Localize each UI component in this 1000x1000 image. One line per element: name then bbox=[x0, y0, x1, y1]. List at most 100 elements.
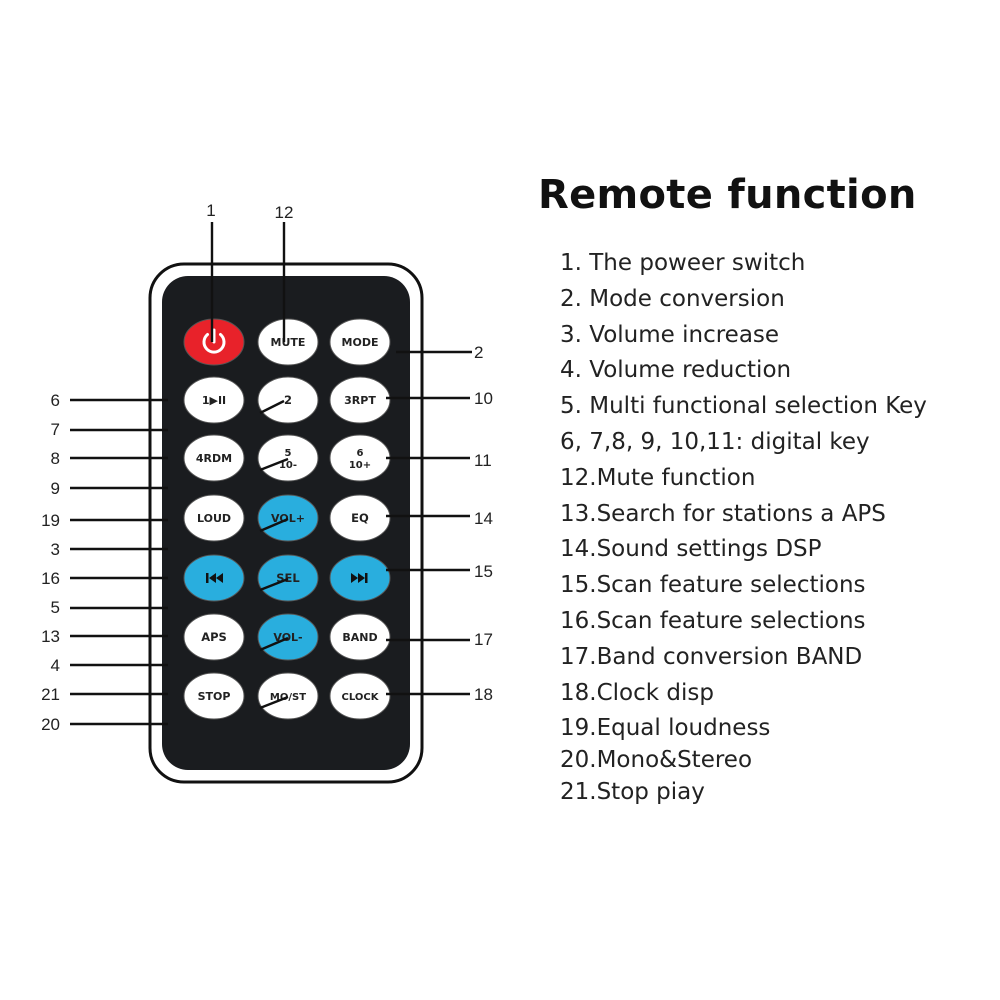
button-cap bbox=[183, 494, 245, 542]
next-icon bbox=[351, 573, 368, 583]
button-power[interactable] bbox=[183, 318, 245, 366]
button-5-10[interactable]: 510- bbox=[257, 434, 319, 482]
button-cap bbox=[183, 434, 245, 482]
button-mute[interactable]: MUTE bbox=[257, 318, 319, 366]
legend-item-15: 20.Mono&Stereo bbox=[560, 747, 753, 774]
button-eq[interactable]: EQ bbox=[329, 494, 391, 542]
button-previous[interactable] bbox=[183, 554, 245, 602]
callout-number-13: 13 bbox=[41, 627, 60, 646]
function-legend: 1. The poweer switch 2. Mode conversion … bbox=[560, 249, 927, 810]
callout-number-1: 1 bbox=[206, 201, 215, 220]
callout-number-16: 16 bbox=[41, 569, 60, 588]
button-label: 4RDM bbox=[196, 452, 232, 465]
button-label: 1▶II bbox=[202, 394, 226, 407]
button-1-ii[interactable]: 1▶II bbox=[183, 376, 245, 424]
button-label: LOUD bbox=[197, 512, 231, 525]
button-cap bbox=[257, 376, 319, 424]
button-mode[interactable]: MODE bbox=[329, 318, 391, 366]
button-label: 3RPT bbox=[344, 394, 376, 407]
callout-number-20: 20 bbox=[41, 715, 60, 734]
leader-line bbox=[259, 695, 289, 710]
button-band[interactable]: BAND bbox=[329, 613, 391, 661]
callout-number-15: 15 bbox=[474, 562, 493, 581]
button-cap bbox=[257, 318, 319, 366]
callout-number-11: 11 bbox=[474, 451, 492, 470]
button-cap bbox=[183, 376, 245, 424]
button-cap bbox=[329, 494, 391, 542]
leader-line bbox=[259, 577, 289, 592]
legend-item-16: 21.Stop piay bbox=[560, 779, 705, 806]
legend-item-4: 4. Volume reduction bbox=[560, 357, 792, 384]
callout-number-9: 9 bbox=[51, 479, 60, 498]
leader-line bbox=[259, 457, 289, 472]
legend-item-13: 18.Clock disp bbox=[560, 679, 714, 706]
leader-line bbox=[259, 517, 289, 533]
legend-item-1: 1. The poweer switch bbox=[560, 250, 806, 276]
legend-item-7: 12.Mute function bbox=[560, 464, 756, 491]
button-3rpt[interactable]: 3RPT bbox=[329, 376, 391, 424]
button-cap bbox=[257, 494, 319, 542]
power-icon bbox=[202, 328, 226, 354]
legend-item-2: 2. Mode conversion bbox=[560, 285, 785, 312]
button-6-10[interactable]: 610+ bbox=[329, 434, 391, 482]
button-cap bbox=[329, 318, 391, 366]
legend-item-8: 13.Search for stations a APS bbox=[560, 500, 886, 527]
callout-number-14: 14 bbox=[474, 509, 493, 528]
button-clock[interactable]: CLOCK bbox=[329, 672, 391, 720]
button-sublabel: 10- bbox=[279, 460, 297, 471]
button-label: MUTE bbox=[271, 336, 306, 349]
legend-item-5: 5. Multi functional selection Key bbox=[560, 393, 927, 420]
button-aps[interactable]: APS bbox=[183, 613, 245, 661]
button-label: STOP bbox=[198, 690, 231, 703]
legend-item-9: 14.Sound settings DSP bbox=[560, 536, 822, 563]
callout-number-3: 3 bbox=[51, 540, 60, 559]
button-cap bbox=[257, 613, 319, 661]
button-label: CLOCK bbox=[342, 692, 380, 703]
button-sel[interactable]: SEL bbox=[257, 554, 319, 602]
callout-number-8: 8 bbox=[51, 449, 60, 468]
button-stop[interactable]: STOP bbox=[183, 672, 245, 720]
legend-item-12: 17.Band conversion BAND bbox=[560, 643, 863, 670]
button-label: EQ bbox=[351, 511, 369, 525]
callout-number-10: 10 bbox=[474, 389, 493, 408]
button-label: 6 bbox=[357, 448, 364, 459]
button-cap bbox=[257, 672, 319, 720]
callout-number-6: 6 bbox=[51, 391, 60, 410]
button-mo-st[interactable]: MO/ST bbox=[257, 672, 319, 720]
callout-number-18: 18 bbox=[474, 685, 493, 704]
legend-item-3: 3. Volume increase bbox=[560, 321, 780, 348]
callout-number-4: 4 bbox=[51, 656, 60, 675]
callout-number-19: 19 bbox=[41, 511, 60, 530]
button-next[interactable] bbox=[329, 554, 391, 602]
callout-number-2: 2 bbox=[474, 343, 483, 362]
button-label: BAND bbox=[342, 631, 377, 644]
leader-line bbox=[259, 636, 289, 652]
page-title: Remote function bbox=[538, 172, 917, 218]
button-label: APS bbox=[201, 630, 227, 644]
legend-item-6: 6, 7,8, 9, 10,11: digital key bbox=[560, 428, 870, 455]
button-4rdm[interactable]: 4RDM bbox=[183, 434, 245, 482]
legend-item-10: 15.Scan feature selections bbox=[560, 572, 866, 599]
button-cap bbox=[183, 672, 245, 720]
button-cap bbox=[329, 672, 391, 720]
callout-number-12: 12 bbox=[275, 203, 294, 222]
callout-leader-lines bbox=[70, 222, 472, 726]
leader-line bbox=[259, 399, 285, 415]
callout-numbers: 1 12 6 7 8 9 19 3 16 5 13 4 21 20 2 10 11 14 15 17 18 bbox=[41, 201, 493, 734]
button-vol[interactable]: VOL- bbox=[257, 613, 319, 661]
button-label: 2 bbox=[284, 393, 292, 407]
legend-item-11: 16.Scan feature selections bbox=[560, 607, 866, 634]
button-vol[interactable]: VOL+ bbox=[257, 494, 319, 542]
callout-number-7: 7 bbox=[51, 420, 60, 439]
callout-number-21: 21 bbox=[41, 685, 60, 704]
button-cap bbox=[257, 554, 319, 602]
callout-number-17: 17 bbox=[474, 630, 493, 649]
button-2[interactable]: 2 bbox=[257, 376, 319, 424]
button-loud[interactable]: LOUD bbox=[183, 494, 245, 542]
button-sublabel: 10+ bbox=[349, 460, 371, 471]
button-label: 5 bbox=[285, 448, 292, 459]
button-cap bbox=[329, 613, 391, 661]
callout-number-5: 5 bbox=[51, 598, 60, 617]
legend-item-14: 19.Equal loudness bbox=[560, 715, 771, 742]
